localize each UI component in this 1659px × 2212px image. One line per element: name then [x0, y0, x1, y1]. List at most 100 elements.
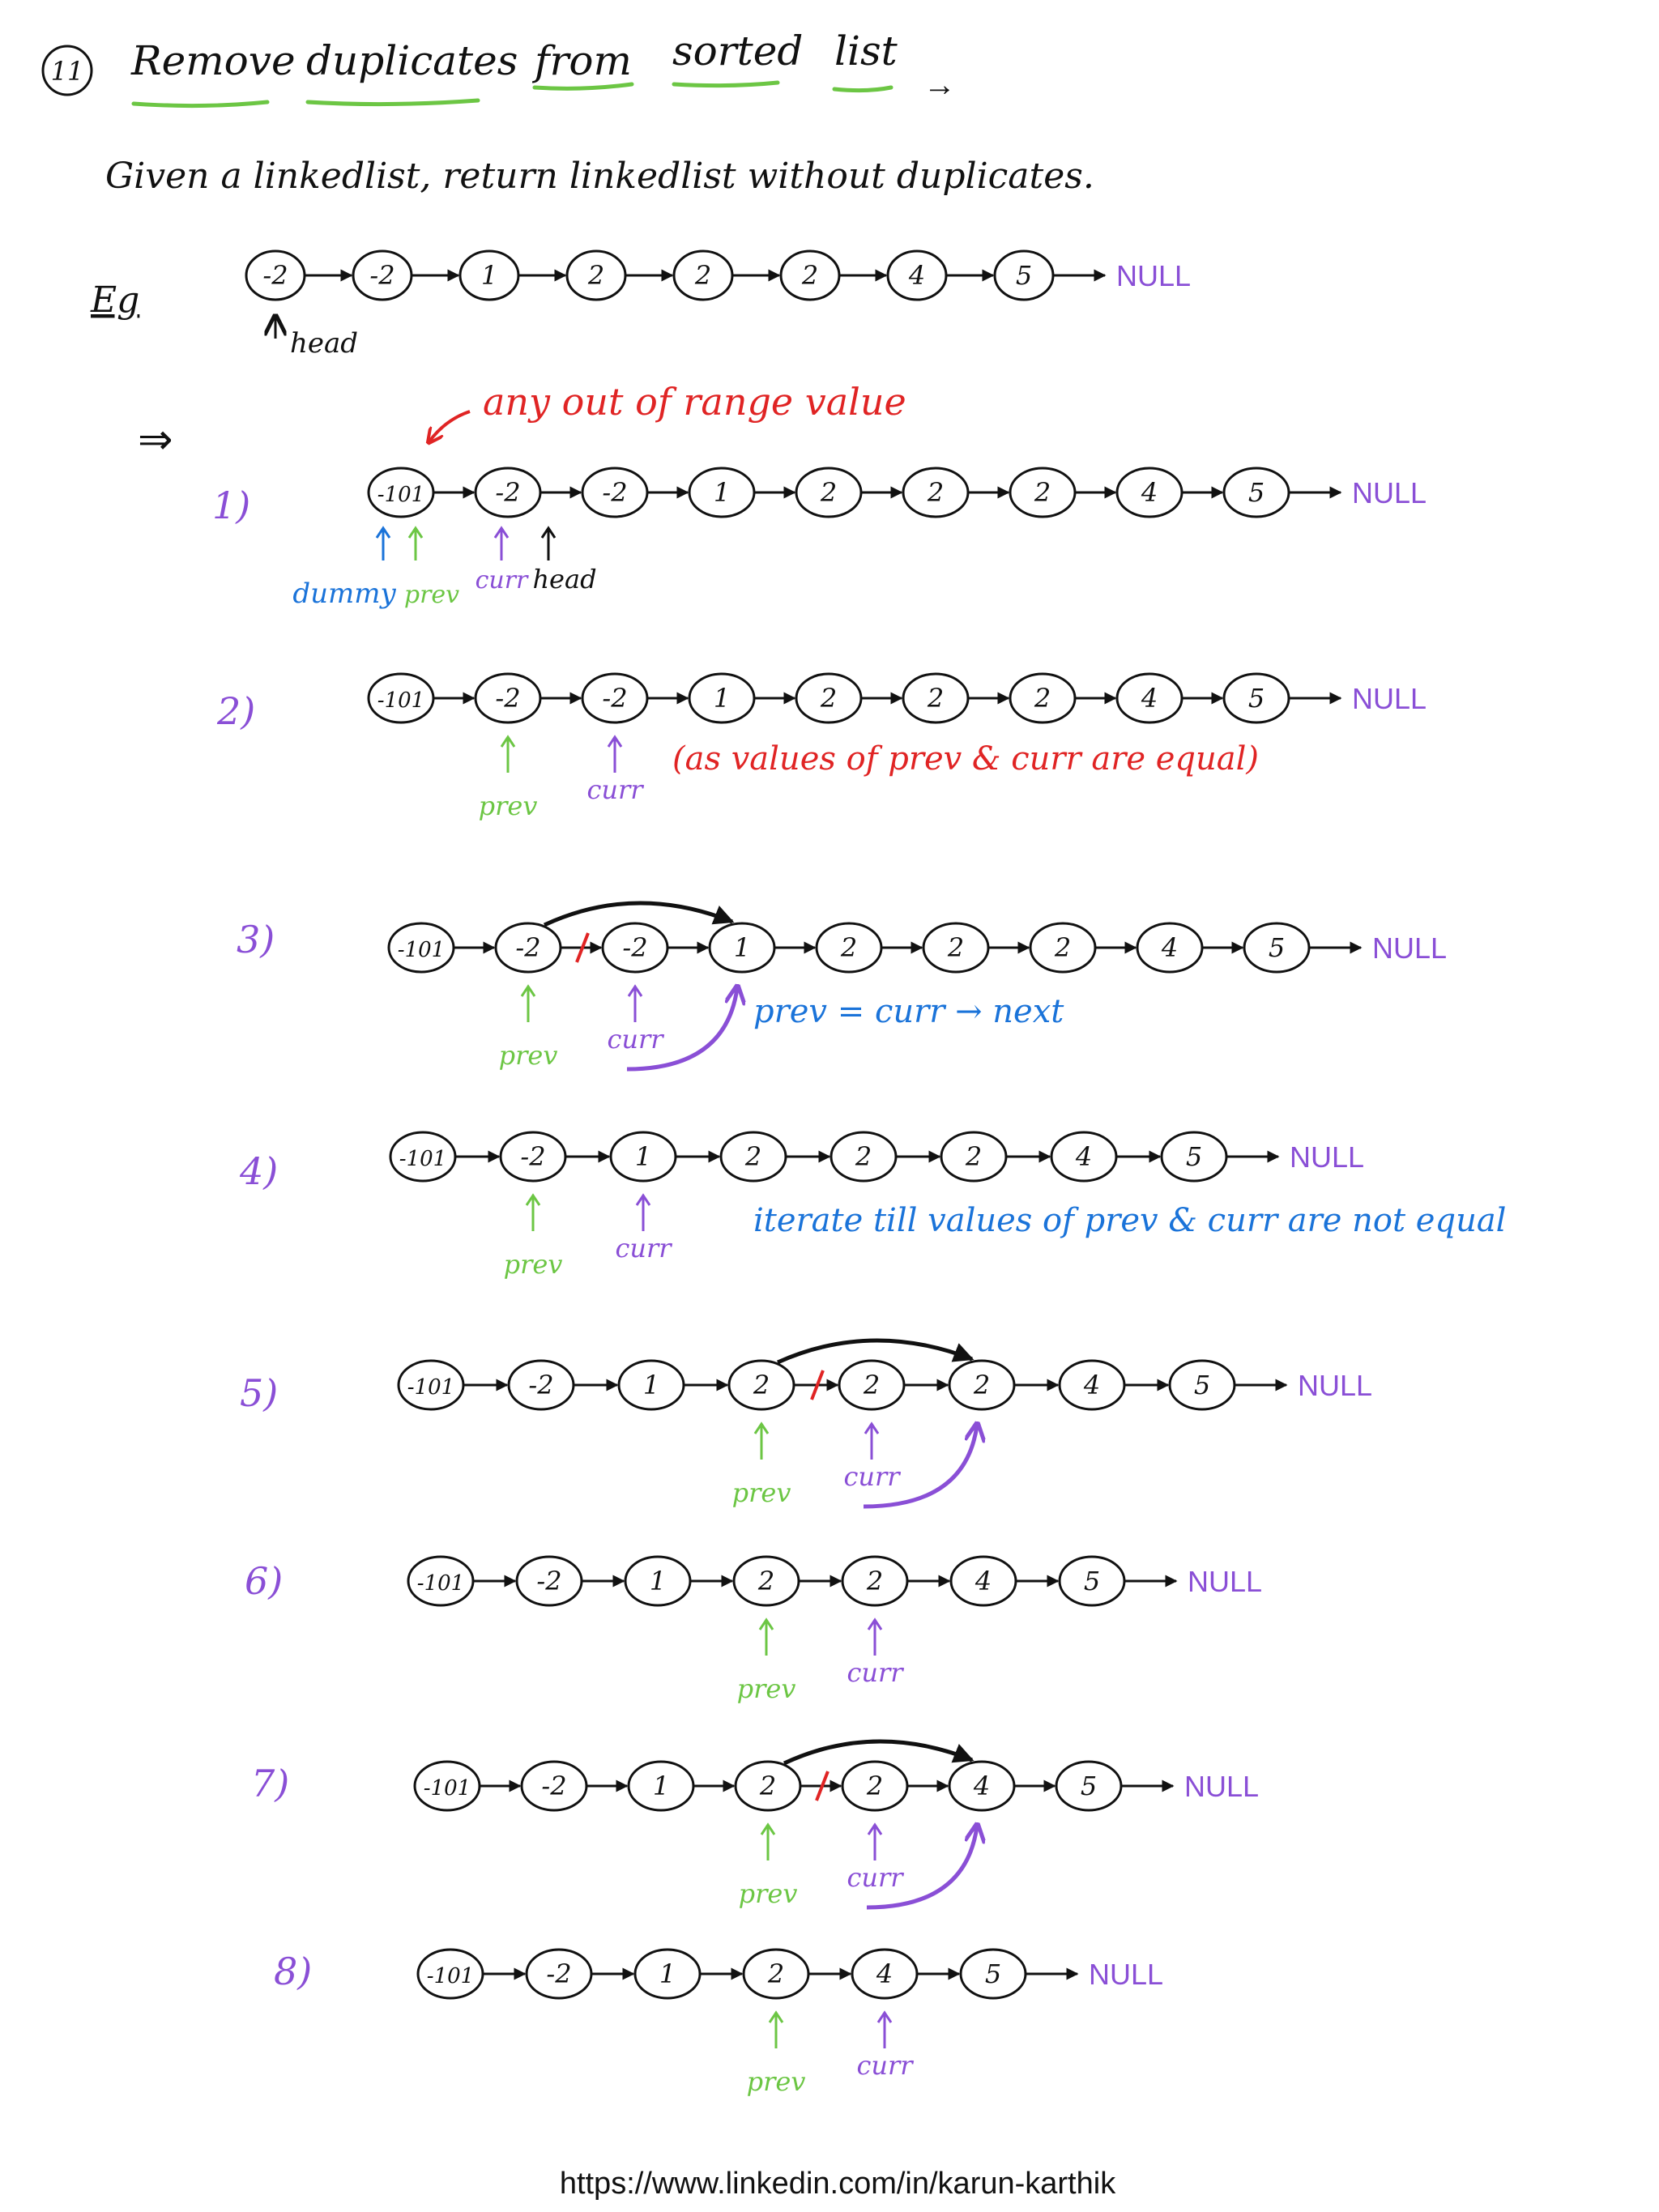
null-label: NULL [1188, 1565, 1262, 1598]
node-value: 2 [1034, 477, 1051, 508]
prev-arrow-head [768, 2010, 784, 2023]
list-node: -2 [474, 467, 542, 518]
prev-arrow-head [760, 1822, 776, 1835]
node-value: 2 [587, 260, 604, 291]
list-node: 2 [795, 672, 863, 724]
node-value: 1 [714, 683, 730, 714]
list-node: 4 [1115, 672, 1183, 724]
dummy-note-text: any out of range value [483, 380, 906, 424]
node-value: 4 [1161, 932, 1178, 963]
list-node: 4 [1115, 467, 1183, 518]
cut-mark [810, 1370, 825, 1400]
list-node: 2 [719, 1131, 787, 1183]
list-node: -2 [474, 672, 542, 724]
list-node: 5 [1222, 467, 1290, 518]
list-node: 2 [727, 1359, 795, 1411]
node-value: -2 [262, 260, 288, 291]
node-value: -101 [417, 1571, 464, 1596]
list-node: 2 [732, 1555, 800, 1607]
footer-url[interactable]: https://www.linkedin.com/in/karun-karthi… [560, 2167, 1116, 2201]
dummy-note-arrow [429, 410, 471, 441]
node-value: -2 [541, 1771, 566, 1801]
list-node: 4 [886, 249, 948, 301]
title-underlines [131, 80, 893, 109]
title: 11 Remove duplicates from sorted list → [41, 28, 956, 109]
list-node: -101 [389, 1131, 457, 1183]
node-value: 1 [653, 1771, 669, 1801]
curr-arrow-head [867, 1617, 883, 1630]
node-value: 5 [1084, 1566, 1100, 1596]
curr-label: curr [847, 1657, 904, 1688]
node-value: 4 [1083, 1370, 1100, 1400]
node-value: 2 [855, 1141, 872, 1172]
list-node: 5 [1055, 1760, 1123, 1812]
list-node: 2 [672, 249, 734, 301]
list-node: 4 [1058, 1359, 1126, 1411]
prev-arrow-head [758, 1617, 774, 1630]
list-node: 4 [1136, 922, 1204, 974]
node-value: 2 [947, 932, 964, 963]
node-value: 2 [866, 1771, 883, 1801]
head-pointer: head [275, 316, 358, 360]
curr-label: curr [847, 1862, 904, 1893]
description: Given a linkedlist, return linkedlist wi… [105, 156, 1094, 197]
curr-label: curr [843, 1461, 901, 1492]
node-value: 5 [1186, 1141, 1202, 1172]
node-value: -101 [377, 483, 424, 507]
curr-arrow-head [607, 735, 623, 748]
list-node: 1 [688, 467, 756, 518]
list-node: -2 [507, 1359, 575, 1411]
node-value: -101 [377, 688, 424, 713]
list-node: 2 [815, 922, 883, 974]
node-value: 4 [876, 1958, 893, 1989]
title-arrow: → [923, 67, 956, 103]
prev-arrow-head [500, 735, 516, 748]
list-node: -2 [494, 922, 562, 974]
step-number: 7) [251, 1762, 289, 1805]
node-value: 1 [643, 1370, 659, 1400]
node-value: -101 [399, 1147, 446, 1171]
step-note: prev = curr → next [753, 993, 1064, 1030]
list-node: 2 [779, 249, 841, 301]
prev-label: prev [739, 1878, 798, 1909]
curr-label: curr [476, 566, 529, 595]
list-node: 4 [851, 1948, 919, 2000]
title-number-circle [41, 45, 93, 96]
list-node: 5 [1222, 672, 1290, 724]
list-node: 2 [734, 1760, 802, 1812]
list-node: -101 [416, 1948, 484, 2000]
arrow-head [375, 526, 391, 539]
prev-label: prev [504, 1249, 563, 1280]
null-label: NULL [1372, 931, 1447, 965]
node-value: 2 [965, 1141, 982, 1172]
curr-arrow-head [627, 984, 643, 997]
node-value: 1 [650, 1566, 666, 1596]
list-node: -101 [407, 1555, 475, 1607]
curr-arrow-head [635, 1193, 651, 1206]
list-node: 2 [1009, 467, 1077, 518]
arrow-head [540, 526, 557, 539]
prev-label: prev [499, 1040, 558, 1071]
node-value: 5 [1016, 260, 1032, 291]
step-number: 3) [237, 918, 275, 961]
node-value: 4 [1075, 1141, 1092, 1172]
list-node: 2 [940, 1131, 1008, 1183]
title-number: 11 [51, 56, 84, 87]
node-value: 5 [1248, 683, 1265, 714]
curr-advance-arrow [863, 1426, 977, 1509]
prev-label: prev [404, 581, 459, 609]
list-node: -2 [581, 672, 649, 724]
node-value: 2 [759, 1771, 776, 1801]
node-value: 2 [927, 683, 944, 714]
step-note: (as values of prev & curr are equal) [672, 740, 1259, 778]
node-value: 1 [635, 1141, 651, 1172]
implies-symbol: ⇒ [138, 416, 173, 463]
list-node: -2 [499, 1131, 567, 1183]
list-node: -2 [525, 1948, 593, 2000]
node-value: -2 [546, 1958, 571, 1989]
